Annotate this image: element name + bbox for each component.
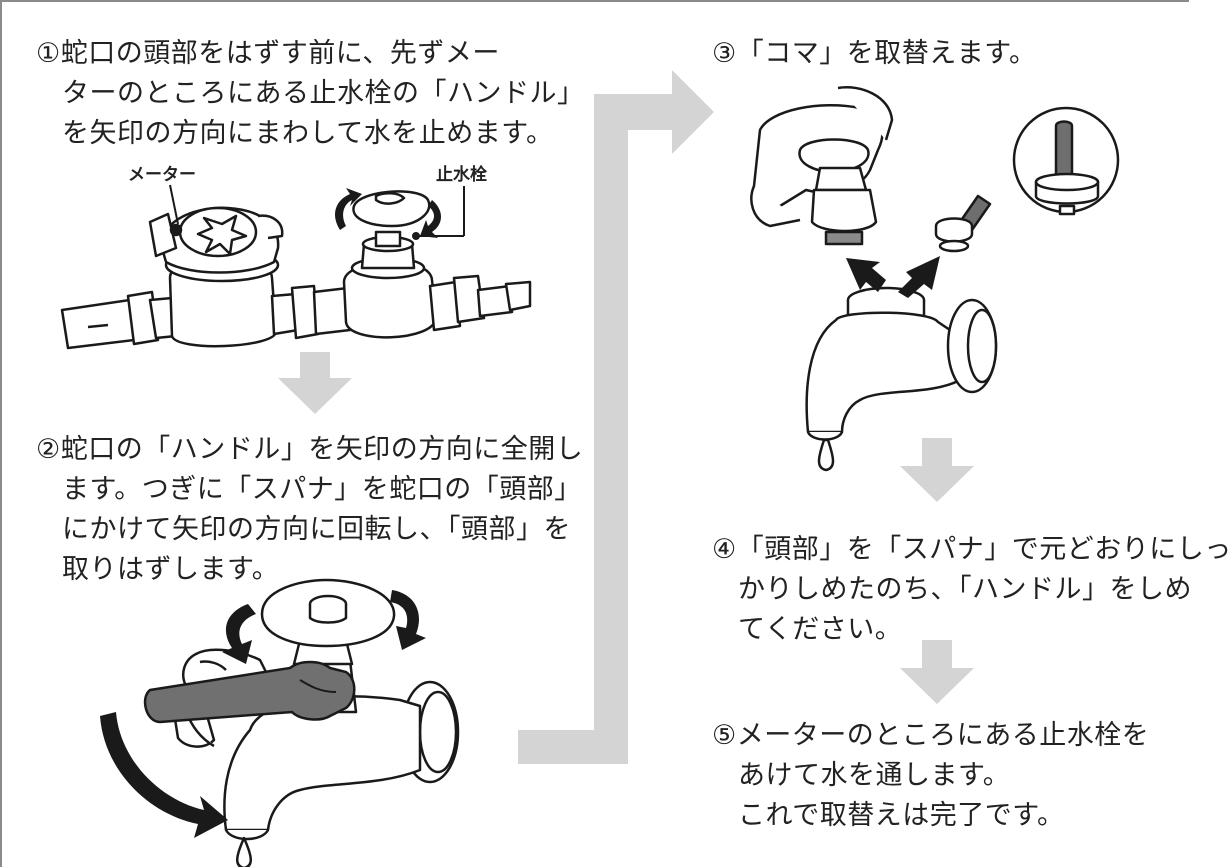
wrench-faucet-illustration <box>100 578 460 867</box>
step3-line-1: ③「コマ」を取替えます。 <box>712 38 1037 69</box>
step4-line-1: ④「頭部」を「スパナ」で元どおりにしっ <box>712 534 1232 565</box>
instruction-frame <box>0 0 1189 867</box>
step1-line-1: ①蛇口の頭部をはずす前に、先ずメー <box>36 38 500 69</box>
down-arrow-1 <box>278 352 352 414</box>
step5-line-2: あけて水を通します。 <box>738 760 1011 791</box>
step2-line-4: 取りはずします。 <box>62 554 280 585</box>
stop-valve-label: 止水栓 <box>436 165 487 185</box>
step5-text: ⑤メーターのところにある止水栓を あけて水を通します。 これで取替えは完了です。 <box>712 716 1149 836</box>
frame-left-border <box>0 0 2 867</box>
meter-and-valve-illustration <box>60 184 532 350</box>
step2-line-2: ます。つぎに「スパナ」を蛇口の「頭部」 <box>62 474 582 505</box>
frame-top-border <box>0 0 1189 2</box>
step2-line-3: にかけて矢印の方向に回転し、「頭部」を <box>62 514 571 545</box>
down-arrow-3 <box>900 640 974 704</box>
step4-line-2: かりしめたのち、「ハンドル」をしめ <box>738 574 1192 605</box>
down-arrow-2 <box>900 438 974 502</box>
step1-text: ①蛇口の頭部をはずす前に、先ずメー ターのところにある止水栓の「ハンドル」 を矢… <box>36 34 585 154</box>
step2-text: ②蛇口の「ハンドル」を矢印の方向に全開し ます。つぎに「スパナ」を蛇口の「頭部」… <box>36 430 583 590</box>
step2-line-1: ②蛇口の「ハンドル」を矢印の方向に全開し <box>36 434 584 465</box>
step4-text: ④「頭部」を「スパナ」で元どおりにしっ かりしめたのち、「ハンドル」をしめ てく… <box>712 530 1232 650</box>
step5-line-3: これで取替えは完了です。 <box>738 800 1065 831</box>
column-connector-arrow <box>518 70 714 764</box>
koma-replacement-illustration <box>750 86 1120 472</box>
step5-line-1: ⑤メーターのところにある止水栓を <box>712 720 1150 751</box>
step1-line-2: ターのところにある止水栓の「ハンドル」 <box>62 78 585 109</box>
meter-label: メーター <box>128 165 196 185</box>
step4-line-3: てください。 <box>738 614 903 645</box>
step1-line-3: を矢印の方向にまわして水を止めます。 <box>62 118 554 149</box>
step3-text: ③「コマ」を取替えます。 <box>712 34 1037 74</box>
